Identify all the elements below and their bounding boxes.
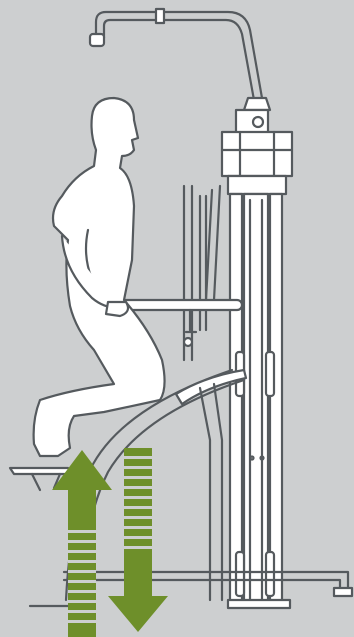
athlete-figure xyxy=(34,98,165,456)
weight-stack-guides xyxy=(184,186,220,360)
arrow-up-icon xyxy=(52,450,112,637)
main-frame xyxy=(230,194,282,604)
pulley-housing xyxy=(222,110,292,194)
arrow-down-icon xyxy=(108,448,168,632)
top-bar xyxy=(90,9,270,110)
